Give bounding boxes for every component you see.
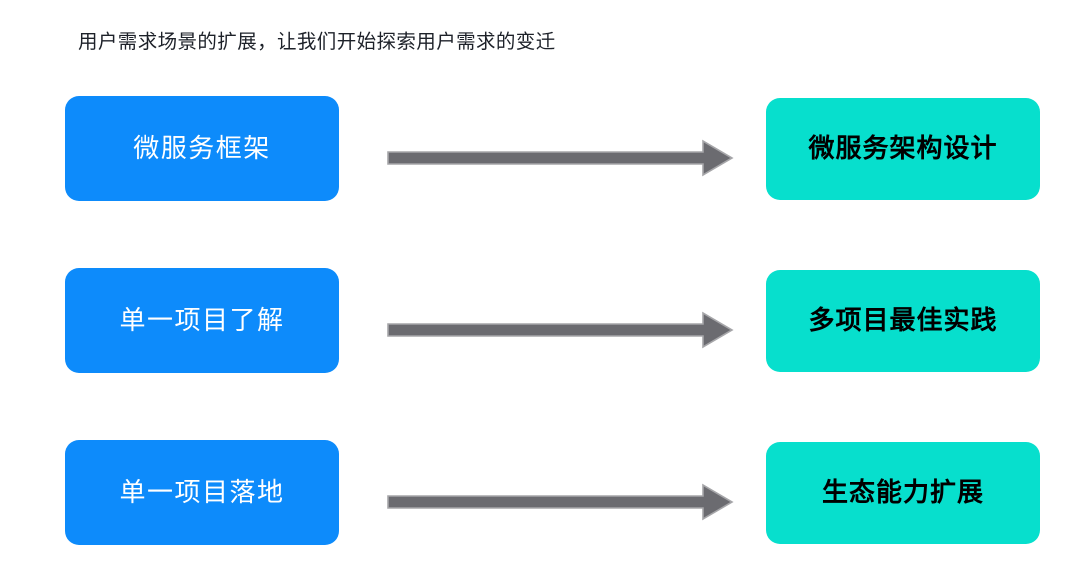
source-box-label: 单一项目了解: [119, 304, 285, 335]
right-arrow-icon: [385, 310, 735, 350]
flow-row: 单一项目了解 多项目最佳实践: [0, 266, 1080, 376]
source-box-label: 单一项目落地: [119, 476, 285, 507]
target-box-label: 多项目最佳实践: [808, 305, 998, 336]
source-box[interactable]: 微服务框架: [65, 96, 339, 201]
target-box-label: 微服务架构设计: [808, 133, 998, 164]
right-arrow-icon: [385, 482, 735, 522]
page-title: 用户需求场景的扩展，让我们开始探索用户需求的变迁: [78, 31, 556, 53]
target-box[interactable]: 生态能力扩展: [766, 442, 1040, 544]
flow-row: 微服务框架 微服务架构设计: [0, 94, 1080, 204]
source-box[interactable]: 单一项目落地: [65, 440, 339, 545]
target-box[interactable]: 微服务架构设计: [766, 98, 1040, 200]
flow-row: 单一项目落地 生态能力扩展: [0, 438, 1080, 548]
target-box[interactable]: 多项目最佳实践: [766, 270, 1040, 372]
right-arrow-icon: [385, 138, 735, 178]
target-box-label: 生态能力扩展: [821, 477, 984, 508]
source-box-label: 微服务框架: [133, 132, 271, 163]
source-box[interactable]: 单一项目了解: [65, 268, 339, 373]
